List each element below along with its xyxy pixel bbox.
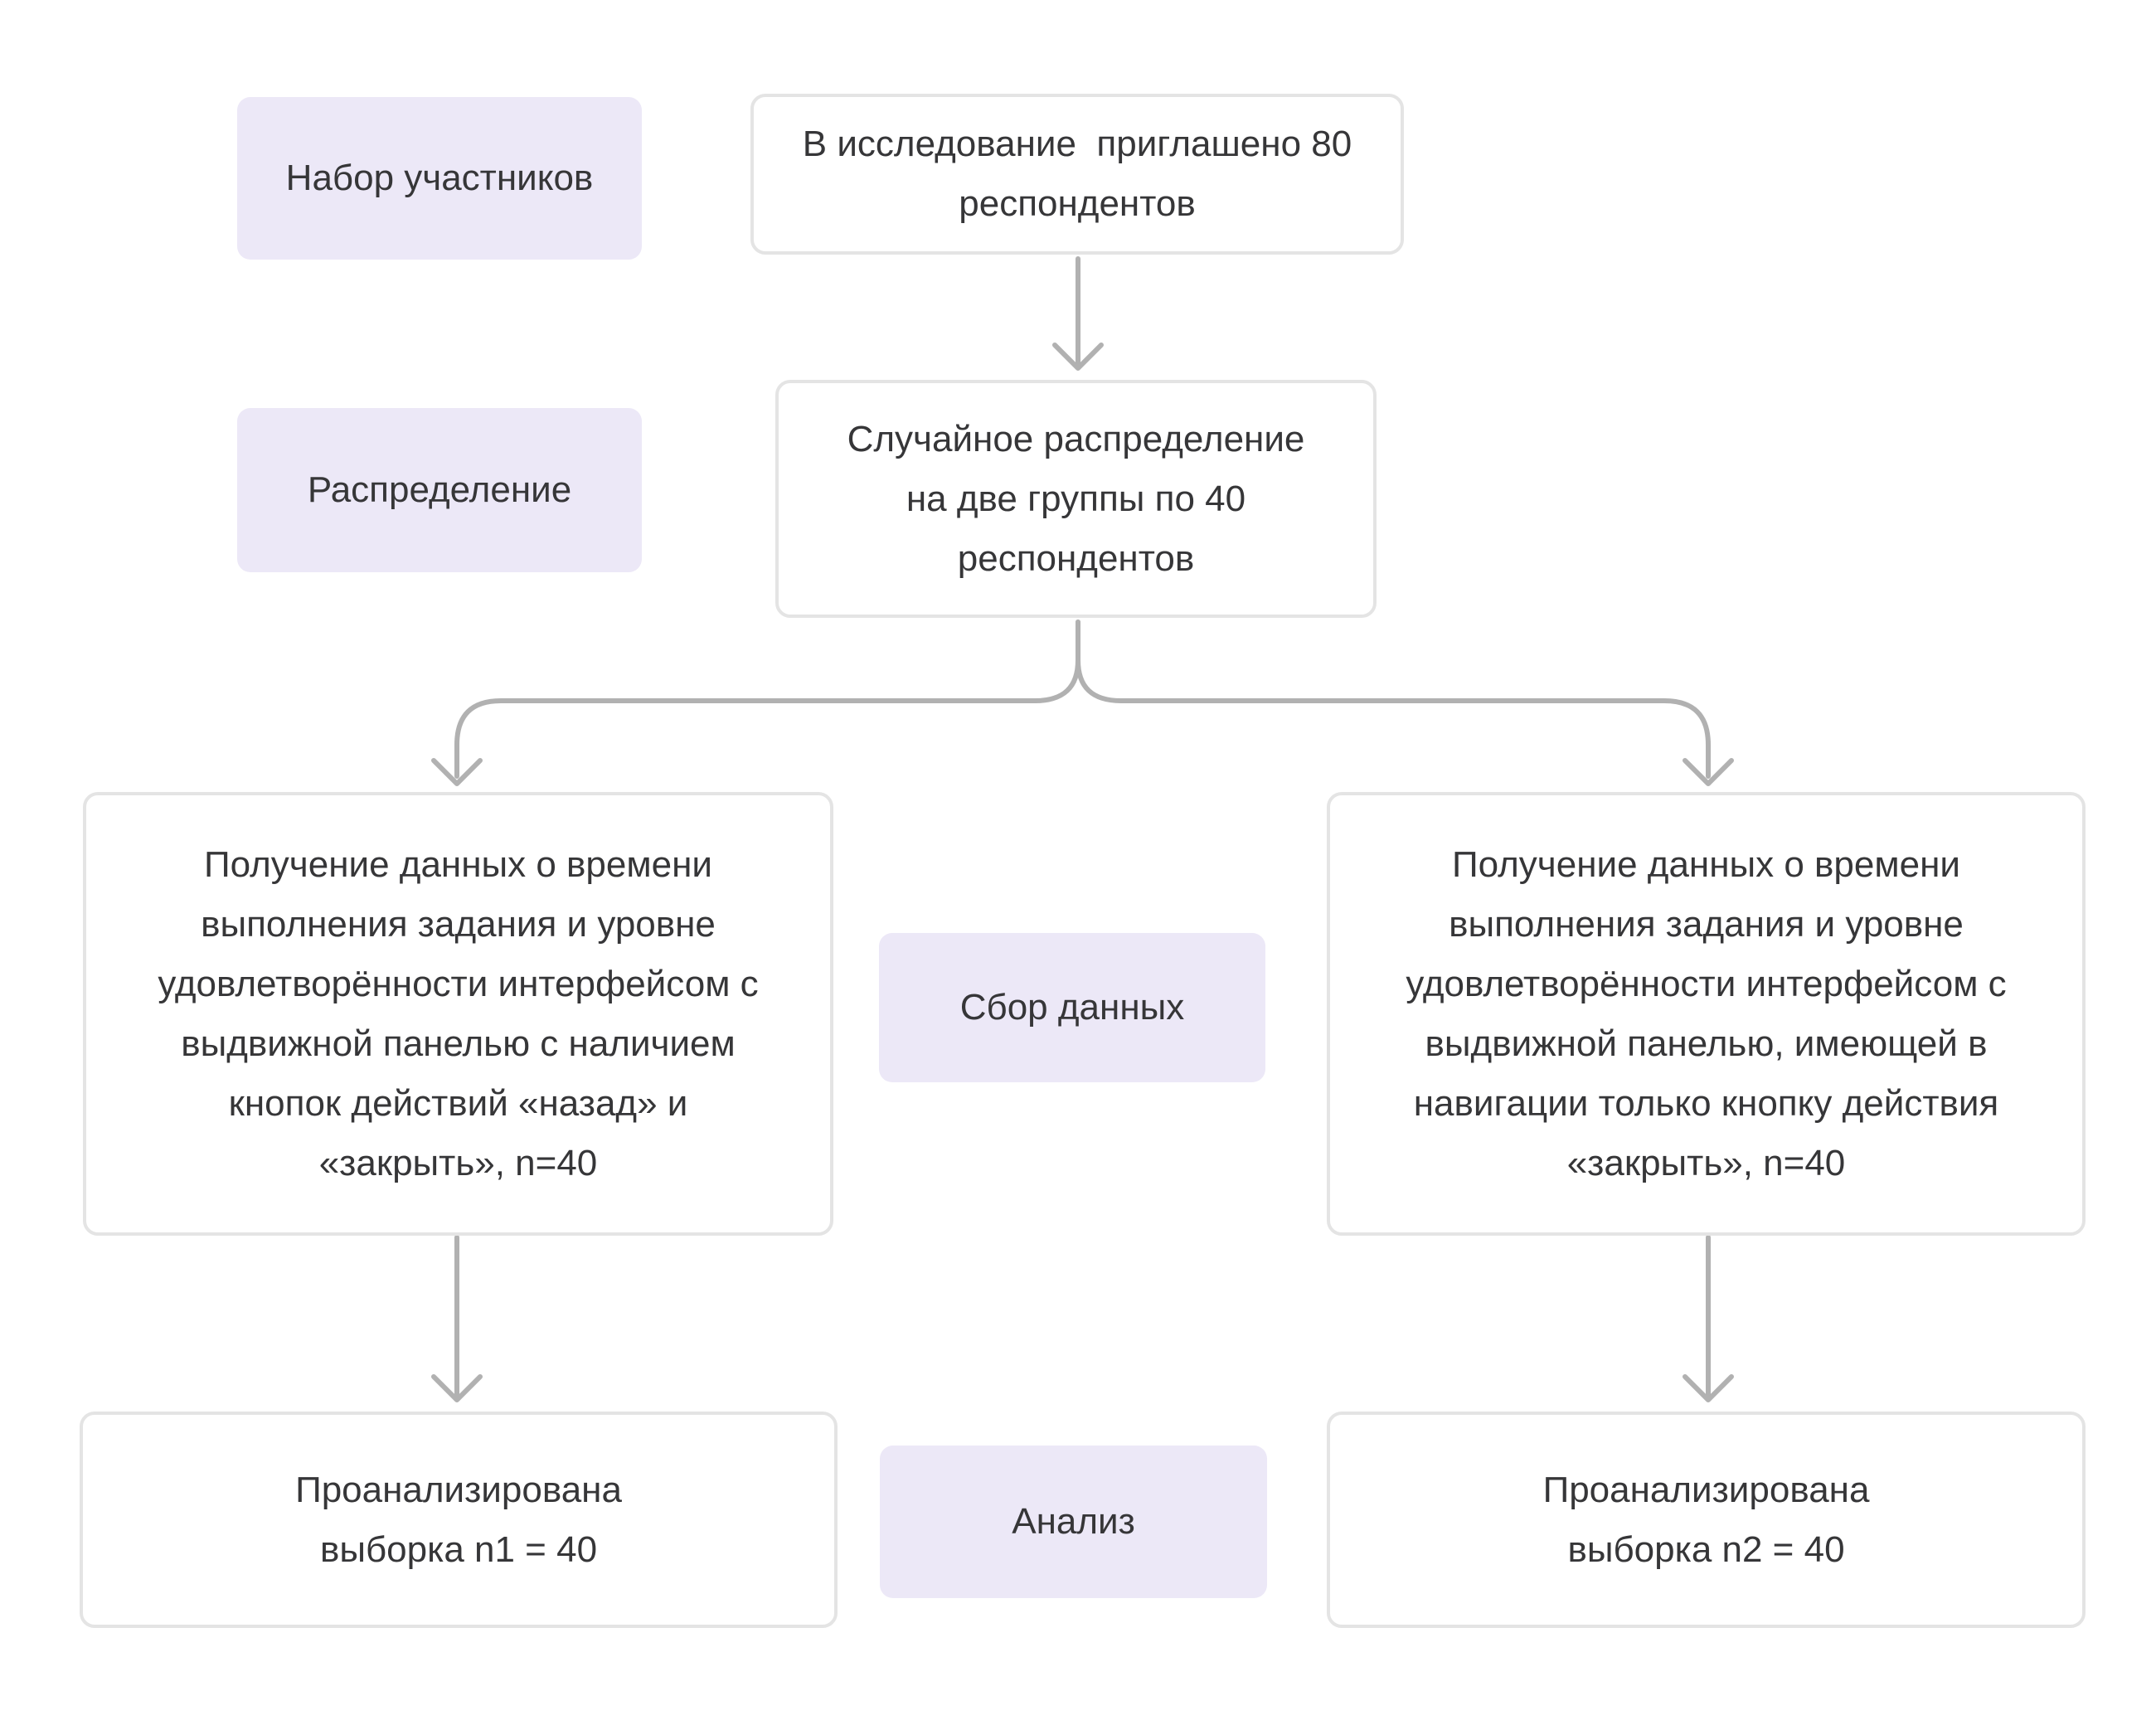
flow-node-random-allocation: Случайное распределение на две группы по… (775, 380, 1377, 618)
stage-label-allocation: Распределение (237, 408, 642, 572)
flow-node-analyzed-sample-n1: Проанализирована выборка n1 = 40 (80, 1412, 838, 1628)
stage-label-analysis: Анализ (880, 1446, 1267, 1598)
fork-connector-randomized-to-groups (431, 620, 1734, 786)
stage-label-data-collection: Сбор данных (879, 933, 1265, 1082)
flow-node-invited-respondents: В исследование приглашено 80 респонденто… (750, 94, 1404, 255)
stage-label-recruitment: Набор участников (237, 97, 642, 260)
arrow-down-group2-to-sample2 (1683, 1235, 1734, 1402)
flow-node-group1-data-collection: Получение данных о времени выполнения за… (83, 792, 833, 1236)
flow-node-analyzed-sample-n2: Проанализирована выборка n2 = 40 (1327, 1412, 2086, 1628)
arrow-down-group1-to-sample1 (431, 1235, 483, 1402)
flow-node-group2-data-collection: Получение данных о времени выполнения за… (1327, 792, 2086, 1236)
arrow-down-invited-to-randomized (1052, 256, 1104, 371)
